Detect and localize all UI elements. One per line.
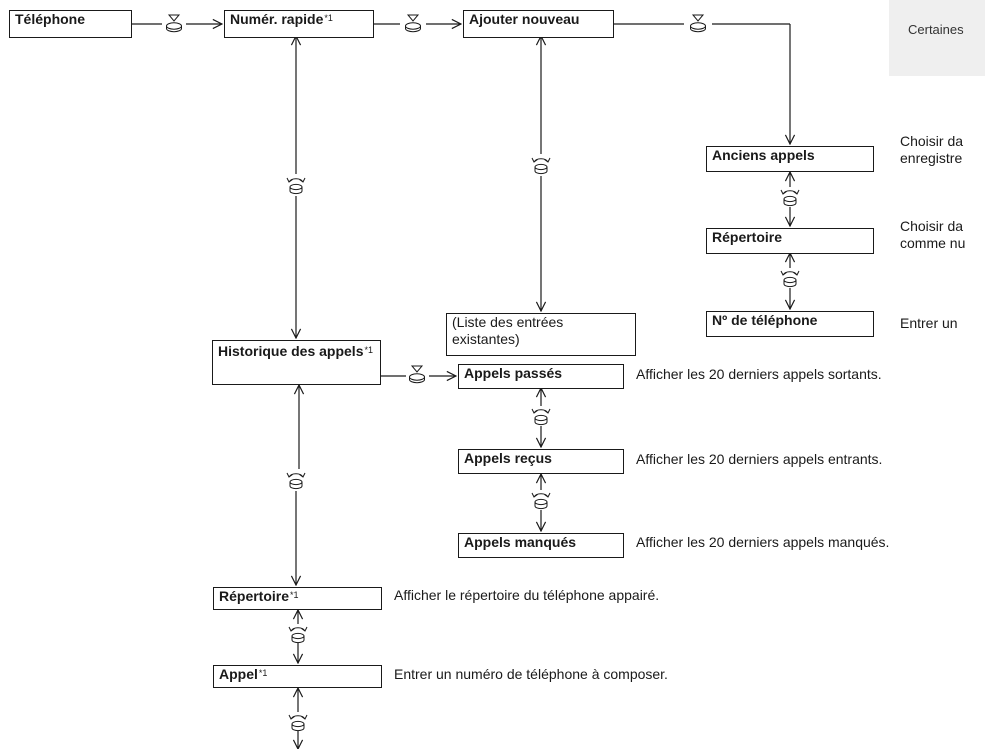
press-knob-icon <box>405 14 421 33</box>
box-label: Appels manqués <box>464 534 577 550</box>
press-knob-icon <box>166 14 182 33</box>
box-label: Répertoire <box>219 588 290 604</box>
desc-repertoire-right-line1: Choisir da <box>900 218 964 234</box>
rotate-knob-icon <box>531 408 551 426</box>
rotate-knob-icon <box>531 157 551 175</box>
desc-appels-passes: Afficher les 20 derniers appels sortants… <box>636 366 882 382</box>
box-repertoire-right: Répertoire <box>706 228 874 254</box>
press-knob-icon <box>409 365 425 384</box>
rotate-knob-icon <box>286 177 306 195</box>
box-label: Répertoire <box>712 229 783 245</box>
side-note: Certaines <box>889 0 985 76</box>
box-label: (Liste des entrées existantes) <box>452 314 564 347</box>
box-repertoire-left: Répertoire*1 <box>213 587 382 610</box>
box-ajouter-nouveau: Ajouter nouveau <box>463 10 614 38</box>
desc-appels-manques: Afficher les 20 derniers appels manqués. <box>636 534 890 550</box>
box-label: Numér. rapide <box>230 11 324 27</box>
desc-appels-recus: Afficher les 20 derniers appels entrants… <box>636 451 883 467</box>
box-label: Appels reçus <box>464 450 552 466</box>
footnote-mark: *1 <box>364 345 373 355</box>
desc-anciens-appels-line2: enregistre <box>900 150 963 166</box>
desc-anciens-appels-line1: Choisir da <box>900 133 964 149</box>
box-no-telephone: Nº de téléphone <box>706 311 874 337</box>
footnote-mark: *1 <box>258 668 268 678</box>
box-label: Historique des appels <box>218 343 364 359</box>
footnote-mark: *1 <box>324 13 333 23</box>
box-appels-manques: Appels manqués <box>458 533 624 558</box>
rotate-knob-icon <box>531 492 551 510</box>
rotate-knob-icon <box>780 270 800 288</box>
box-appels-passes: Appels passés <box>458 364 624 389</box>
box-numer-rapide: Numér. rapide*1 <box>224 10 374 38</box>
box-historique-appels: Historique des appels*1 <box>212 340 381 385</box>
box-label: Nº de téléphone <box>712 312 818 328</box>
box-label: Téléphone <box>15 11 86 27</box>
box-anciens-appels: Anciens appels <box>706 146 874 172</box>
box-label: Appels passés <box>464 365 563 381</box>
box-liste-entrees: (Liste des entrées existantes) <box>446 313 636 356</box>
box-appel: Appel*1 <box>213 665 382 688</box>
rotate-knob-icon <box>288 626 308 644</box>
rotate-knob-icon <box>286 472 306 490</box>
rotate-knob-icon <box>288 714 308 732</box>
desc-repertoire-right-line2: comme nu <box>900 235 966 251</box>
rotate-knob-icon <box>780 189 800 207</box>
desc-no-telephone: Entrer un <box>900 315 958 331</box>
box-telephone: Téléphone <box>9 10 132 38</box>
press-knob-icon <box>690 14 706 33</box>
desc-appel: Entrer un numéro de téléphone à composer… <box>394 666 668 682</box>
box-label: Anciens appels <box>712 147 815 163</box>
desc-repertoire-left: Afficher le répertoire du téléphone appa… <box>394 587 660 603</box>
box-label: Appel <box>219 666 258 682</box>
footnote-mark: *1 <box>290 590 299 600</box>
box-label: Ajouter nouveau <box>469 11 580 27</box>
box-appels-recus: Appels reçus <box>458 449 624 474</box>
